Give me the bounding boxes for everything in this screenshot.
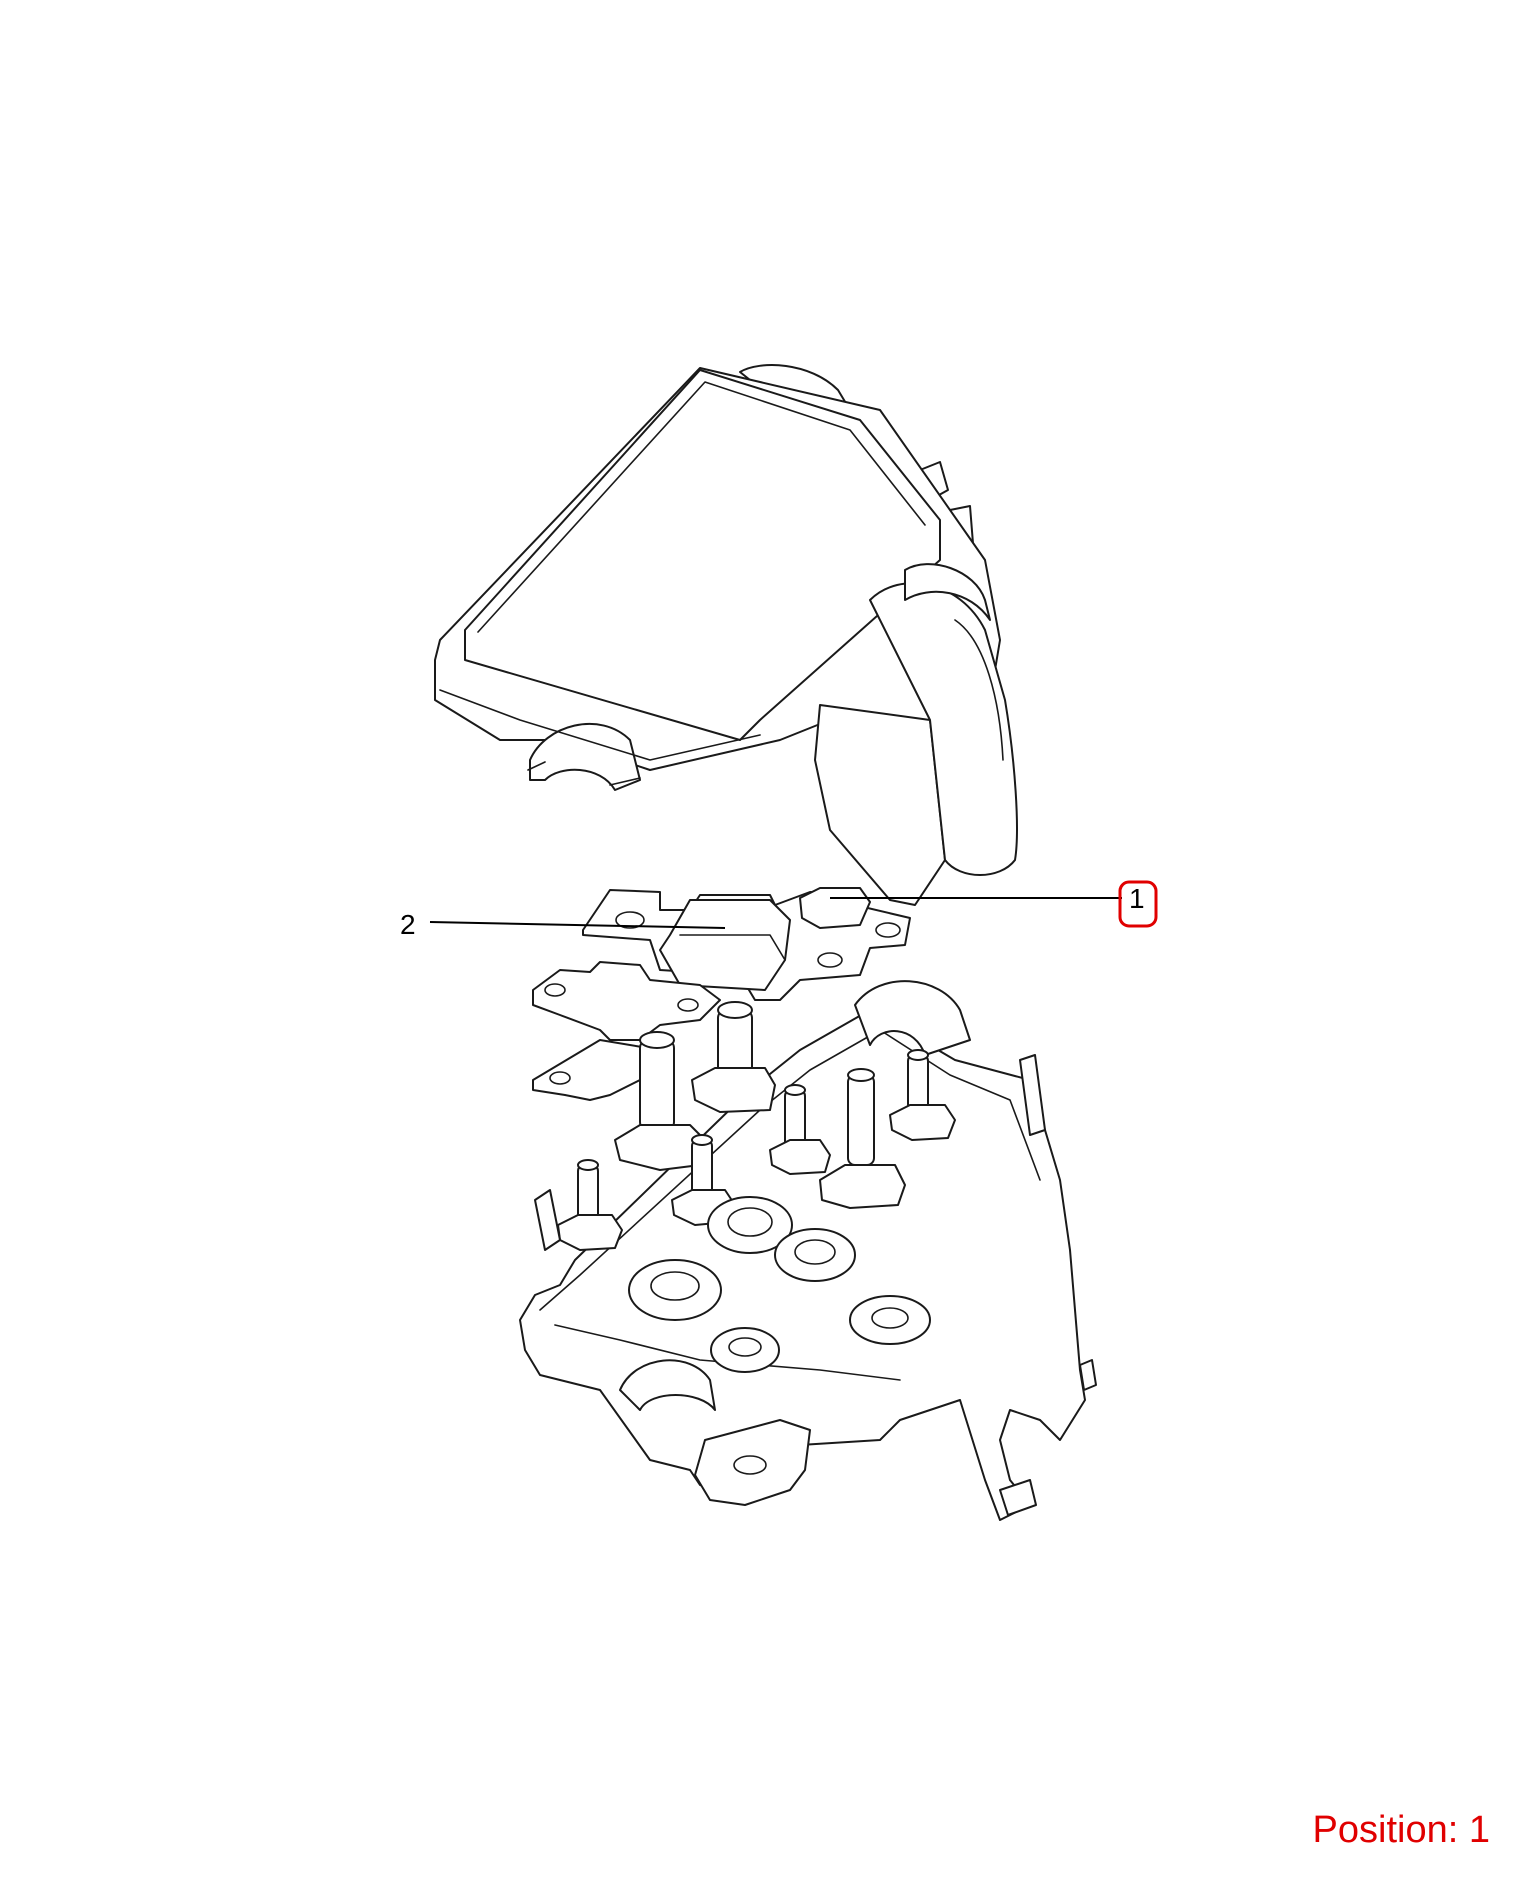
position-value: 1 bbox=[1468, 1809, 1490, 1851]
callout-2[interactable]: 2 bbox=[400, 909, 726, 940]
fuse-links[interactable] bbox=[532, 887, 911, 1101]
callout-1-number: 1 bbox=[1129, 883, 1145, 914]
callout-1-highlight bbox=[1118, 880, 1158, 928]
fuse-box-base[interactable] bbox=[519, 980, 1097, 1521]
terminal-eyelets bbox=[628, 1196, 931, 1373]
callout-2-leader bbox=[429, 921, 726, 929]
callout-1[interactable]: 1 bbox=[830, 880, 1158, 928]
fuse-box-cover[interactable] bbox=[434, 364, 1018, 906]
position-label-text: Position: bbox=[1312, 1809, 1459, 1851]
terminal-studs bbox=[557, 1001, 956, 1251]
callout-2-number: 2 bbox=[400, 909, 416, 940]
position-indicator: Position: 1 bbox=[1313, 1809, 1490, 1852]
